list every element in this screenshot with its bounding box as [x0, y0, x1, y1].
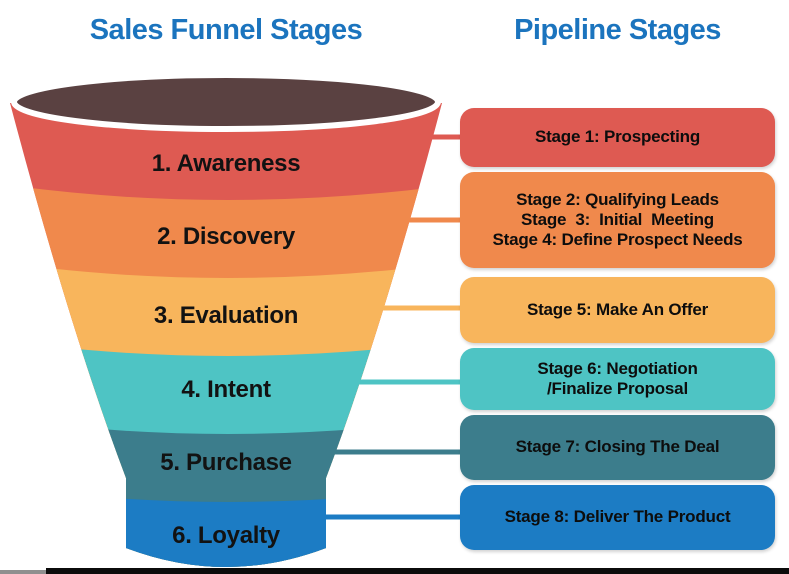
pipeline-column-title: Pipeline Stages	[514, 14, 721, 46]
pipeline-box-text: Stage 4: Define Prospect Needs	[492, 230, 743, 250]
pipeline-box-text: /Finalize Proposal	[547, 379, 688, 398]
funnel-label-awareness: 1. Awareness	[151, 150, 301, 177]
pipeline-box-text: Stage 8: Deliver The Product	[504, 507, 731, 527]
pipeline-box-qualify-meet-define: Stage 2: Qualifying Leads Stage 3: Initi…	[460, 172, 775, 268]
pipeline-box-deliver-product: Stage 8: Deliver The Product	[460, 485, 775, 550]
pipeline-box-text: Stage 5: Make An Offer	[526, 299, 709, 319]
funnel-label-intent: 4. Intent	[181, 376, 271, 403]
pipeline-box-negotiation: Stage 6: Negotiation /Finalize Proposal	[460, 348, 775, 410]
pipeline-box-text: Stage 6: Negotiation	[537, 358, 698, 378]
pipeline-box-text: Stage 3: Initial Meeting	[521, 209, 714, 229]
pipeline-box-text: Stage 7: Closing The Deal	[515, 437, 720, 457]
funnel-top-ellipse	[11, 72, 441, 132]
funnel-label-discovery: 2. Discovery	[157, 223, 295, 250]
bottom-border-bar-left	[0, 570, 46, 574]
funnel-label-evaluation: 3. Evaluation	[153, 302, 299, 329]
pipeline-box-closing-deal: Stage 7: Closing The Deal	[460, 415, 775, 480]
funnel-label-loyalty: 6. Loyalty	[172, 522, 280, 549]
funnel-label-purchase: 5. Purchase	[160, 449, 292, 476]
bottom-border-bar	[46, 568, 789, 574]
pipeline-box-prospecting: Stage 1: Prospecting	[460, 108, 775, 167]
pipeline-box-text: Stage 1: Prospecting	[534, 127, 701, 147]
pipeline-box-make-offer: Stage 5: Make An Offer	[460, 277, 775, 343]
connector-lines	[316, 134, 470, 520]
pipeline-box-text: Stage 2: Qualifying Leads	[516, 189, 719, 209]
funnel-column-title: Sales Funnel Stages	[89, 14, 363, 46]
